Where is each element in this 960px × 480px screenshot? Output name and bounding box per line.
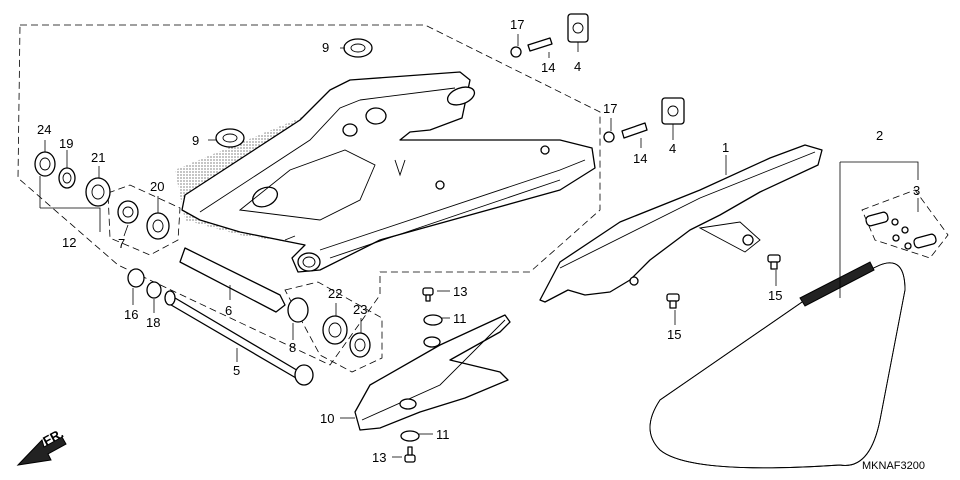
chain-adjuster-lower	[661, 97, 685, 125]
label-15-lower: 15	[667, 327, 681, 342]
bolt-15-lower	[666, 293, 680, 309]
label-7: 7	[118, 236, 125, 251]
label-2: 2	[876, 128, 883, 143]
label-3: 3	[913, 183, 920, 198]
label-15-upper: 15	[768, 288, 782, 303]
label-19: 19	[59, 136, 73, 151]
label-8: 8	[289, 340, 296, 355]
swingarm-group-boundary	[17, 24, 601, 366]
bearing-22	[322, 315, 348, 345]
front-direction-arrow-icon	[16, 436, 67, 466]
bolt-14-lower	[621, 122, 648, 139]
drive-chain	[649, 261, 906, 469]
nut-16	[127, 268, 145, 288]
bolt-13-lower	[404, 446, 416, 463]
nut-17-lower	[603, 131, 615, 143]
ring-19	[58, 167, 76, 189]
chain-adjuster-upper	[567, 13, 589, 43]
label-11-upper: 11	[453, 311, 467, 326]
label-4-lower: 4	[669, 141, 676, 156]
nut-17-upper	[510, 46, 522, 58]
label-24: 24	[37, 122, 51, 137]
label-14-upper: 14	[541, 60, 555, 75]
label-6: 6	[225, 303, 232, 318]
label-9-lower: 9	[192, 133, 199, 148]
bearing-20	[146, 212, 170, 240]
label-23: 23	[353, 302, 367, 317]
collar-7	[117, 200, 139, 224]
label-5: 5	[233, 363, 240, 378]
label-11-lower: 11	[436, 427, 450, 442]
label-14-lower: 14	[633, 151, 647, 166]
label-17-lower: 17	[603, 101, 617, 116]
bearing-21	[85, 177, 111, 207]
washer-18	[146, 281, 162, 299]
bearing-group-boundary-right	[284, 281, 383, 373]
pivot-nut-5	[294, 364, 314, 386]
bearing-group-boundary-left	[107, 184, 181, 256]
leader-lines	[39, 34, 919, 458]
label-16: 16	[124, 307, 138, 322]
label-21: 21	[91, 150, 105, 165]
label-10: 10	[320, 411, 334, 426]
bolt-13-upper	[422, 287, 434, 302]
bolt-14-upper	[527, 37, 553, 52]
label-22: 22	[328, 286, 342, 301]
label-12: 12	[62, 235, 76, 250]
chain-joint	[865, 211, 937, 250]
label-4-upper: 4	[574, 59, 581, 74]
swingarm	[181, 71, 596, 273]
collar-8	[287, 297, 309, 323]
grommet-9-upper	[343, 38, 373, 58]
oil-seal-23	[349, 332, 371, 358]
diagram-code: MKNAF3200	[862, 460, 925, 472]
bolt-15-upper	[767, 254, 781, 270]
chain-slider	[354, 314, 511, 431]
chain-group-boundary	[861, 189, 949, 259]
collar-11-upper	[423, 314, 443, 326]
collar-11-lower	[400, 430, 420, 442]
pivot-collar-6	[179, 247, 286, 313]
label-13-lower: 13	[372, 450, 386, 465]
label-18: 18	[146, 315, 160, 330]
label-1: 1	[722, 140, 729, 155]
label-9-upper: 9	[322, 40, 329, 55]
chain-case	[539, 144, 823, 303]
grommet-9-lower	[215, 128, 245, 148]
label-13-upper: 13	[453, 284, 467, 299]
oil-seal-24	[34, 151, 56, 177]
label-20: 20	[150, 179, 164, 194]
label-17-upper: 17	[510, 17, 524, 32]
